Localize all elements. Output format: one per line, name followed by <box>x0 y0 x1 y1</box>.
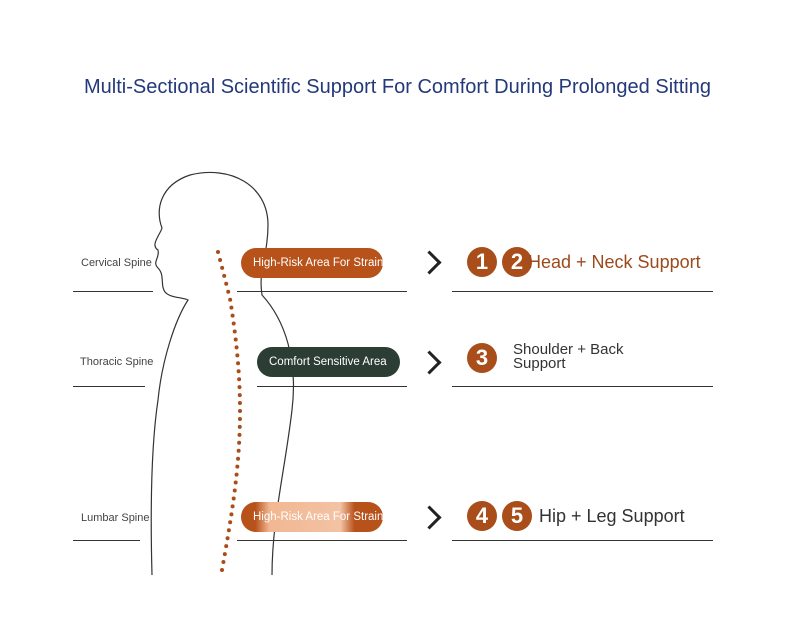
spine-dot <box>224 544 229 549</box>
spine-dot <box>222 273 227 278</box>
spine-dot <box>230 504 235 509</box>
spine-dot <box>236 369 241 374</box>
spine-dot <box>237 416 242 421</box>
spine-dot <box>220 265 225 270</box>
label-thoracic-spine: Thoracic Spine <box>80 356 154 368</box>
divider <box>237 291 407 292</box>
divider <box>73 540 140 541</box>
divider <box>257 386 407 387</box>
spine-dot <box>232 488 237 493</box>
label-cervical-spine: Cervical Spine <box>81 257 152 269</box>
spine-dot <box>237 385 242 390</box>
spine-dot <box>236 456 241 461</box>
spine-dot <box>235 353 240 358</box>
spine-dot <box>237 377 242 382</box>
spine-dot <box>237 424 242 429</box>
divider <box>73 291 153 292</box>
spine-dot <box>231 496 236 501</box>
spine-dot <box>236 448 241 453</box>
divider <box>237 540 407 541</box>
spine-dots <box>216 250 242 572</box>
support-hip-leg: Hip + Leg Support <box>539 506 685 526</box>
number-badge: 3 <box>467 343 497 373</box>
support-head-neck: Head + Neck Support <box>528 252 701 272</box>
page-title: Multi-Sectional Scientific Support For C… <box>84 76 711 98</box>
spine-dot <box>234 345 239 350</box>
spine-dot <box>237 401 242 406</box>
spine-dot <box>230 313 235 318</box>
divider <box>73 386 145 387</box>
spine-dot <box>218 257 223 262</box>
spine-dot <box>221 560 226 565</box>
support-line: Shoulder + Back <box>513 341 624 358</box>
spine-dot <box>228 520 233 525</box>
support-line: Support <box>513 355 566 372</box>
number-badge: 1 <box>467 247 497 277</box>
spine-dot <box>234 472 239 477</box>
tag-high-risk-lumbar: High-Risk Area For Strain <box>241 502 383 532</box>
spine-dot <box>238 409 242 413</box>
spine-dot <box>216 250 220 254</box>
spine-dot <box>226 289 231 294</box>
label-lumbar-spine: Lumbar Spine <box>81 512 150 524</box>
divider <box>452 386 713 387</box>
spine-dot <box>222 552 227 557</box>
tag-comfort-sensitive: Comfort Sensitive Area <box>257 347 400 377</box>
spine-dot <box>220 568 224 572</box>
spine-dot <box>226 528 231 533</box>
number-badge: 2 <box>502 247 532 277</box>
spine-dot <box>225 536 230 541</box>
spine-dot <box>235 464 240 469</box>
spine-dot <box>224 281 229 286</box>
number-badge: 5 <box>502 501 532 531</box>
spine-dot <box>237 393 242 398</box>
spine-dot <box>233 337 238 342</box>
spine-dot <box>237 432 242 437</box>
spine-dot <box>232 329 237 334</box>
spine-dot <box>229 305 234 310</box>
number-badge: 4 <box>467 501 497 531</box>
spine-dot <box>228 297 233 302</box>
spine-dot <box>231 321 236 326</box>
divider <box>452 291 713 292</box>
spine-dot <box>229 512 234 517</box>
spine-dot <box>236 361 241 366</box>
tag-high-risk-cervical: High-Risk Area For Strain <box>241 248 383 278</box>
spine-dot <box>233 480 238 485</box>
divider <box>452 540 713 541</box>
spine-dot <box>237 440 242 445</box>
